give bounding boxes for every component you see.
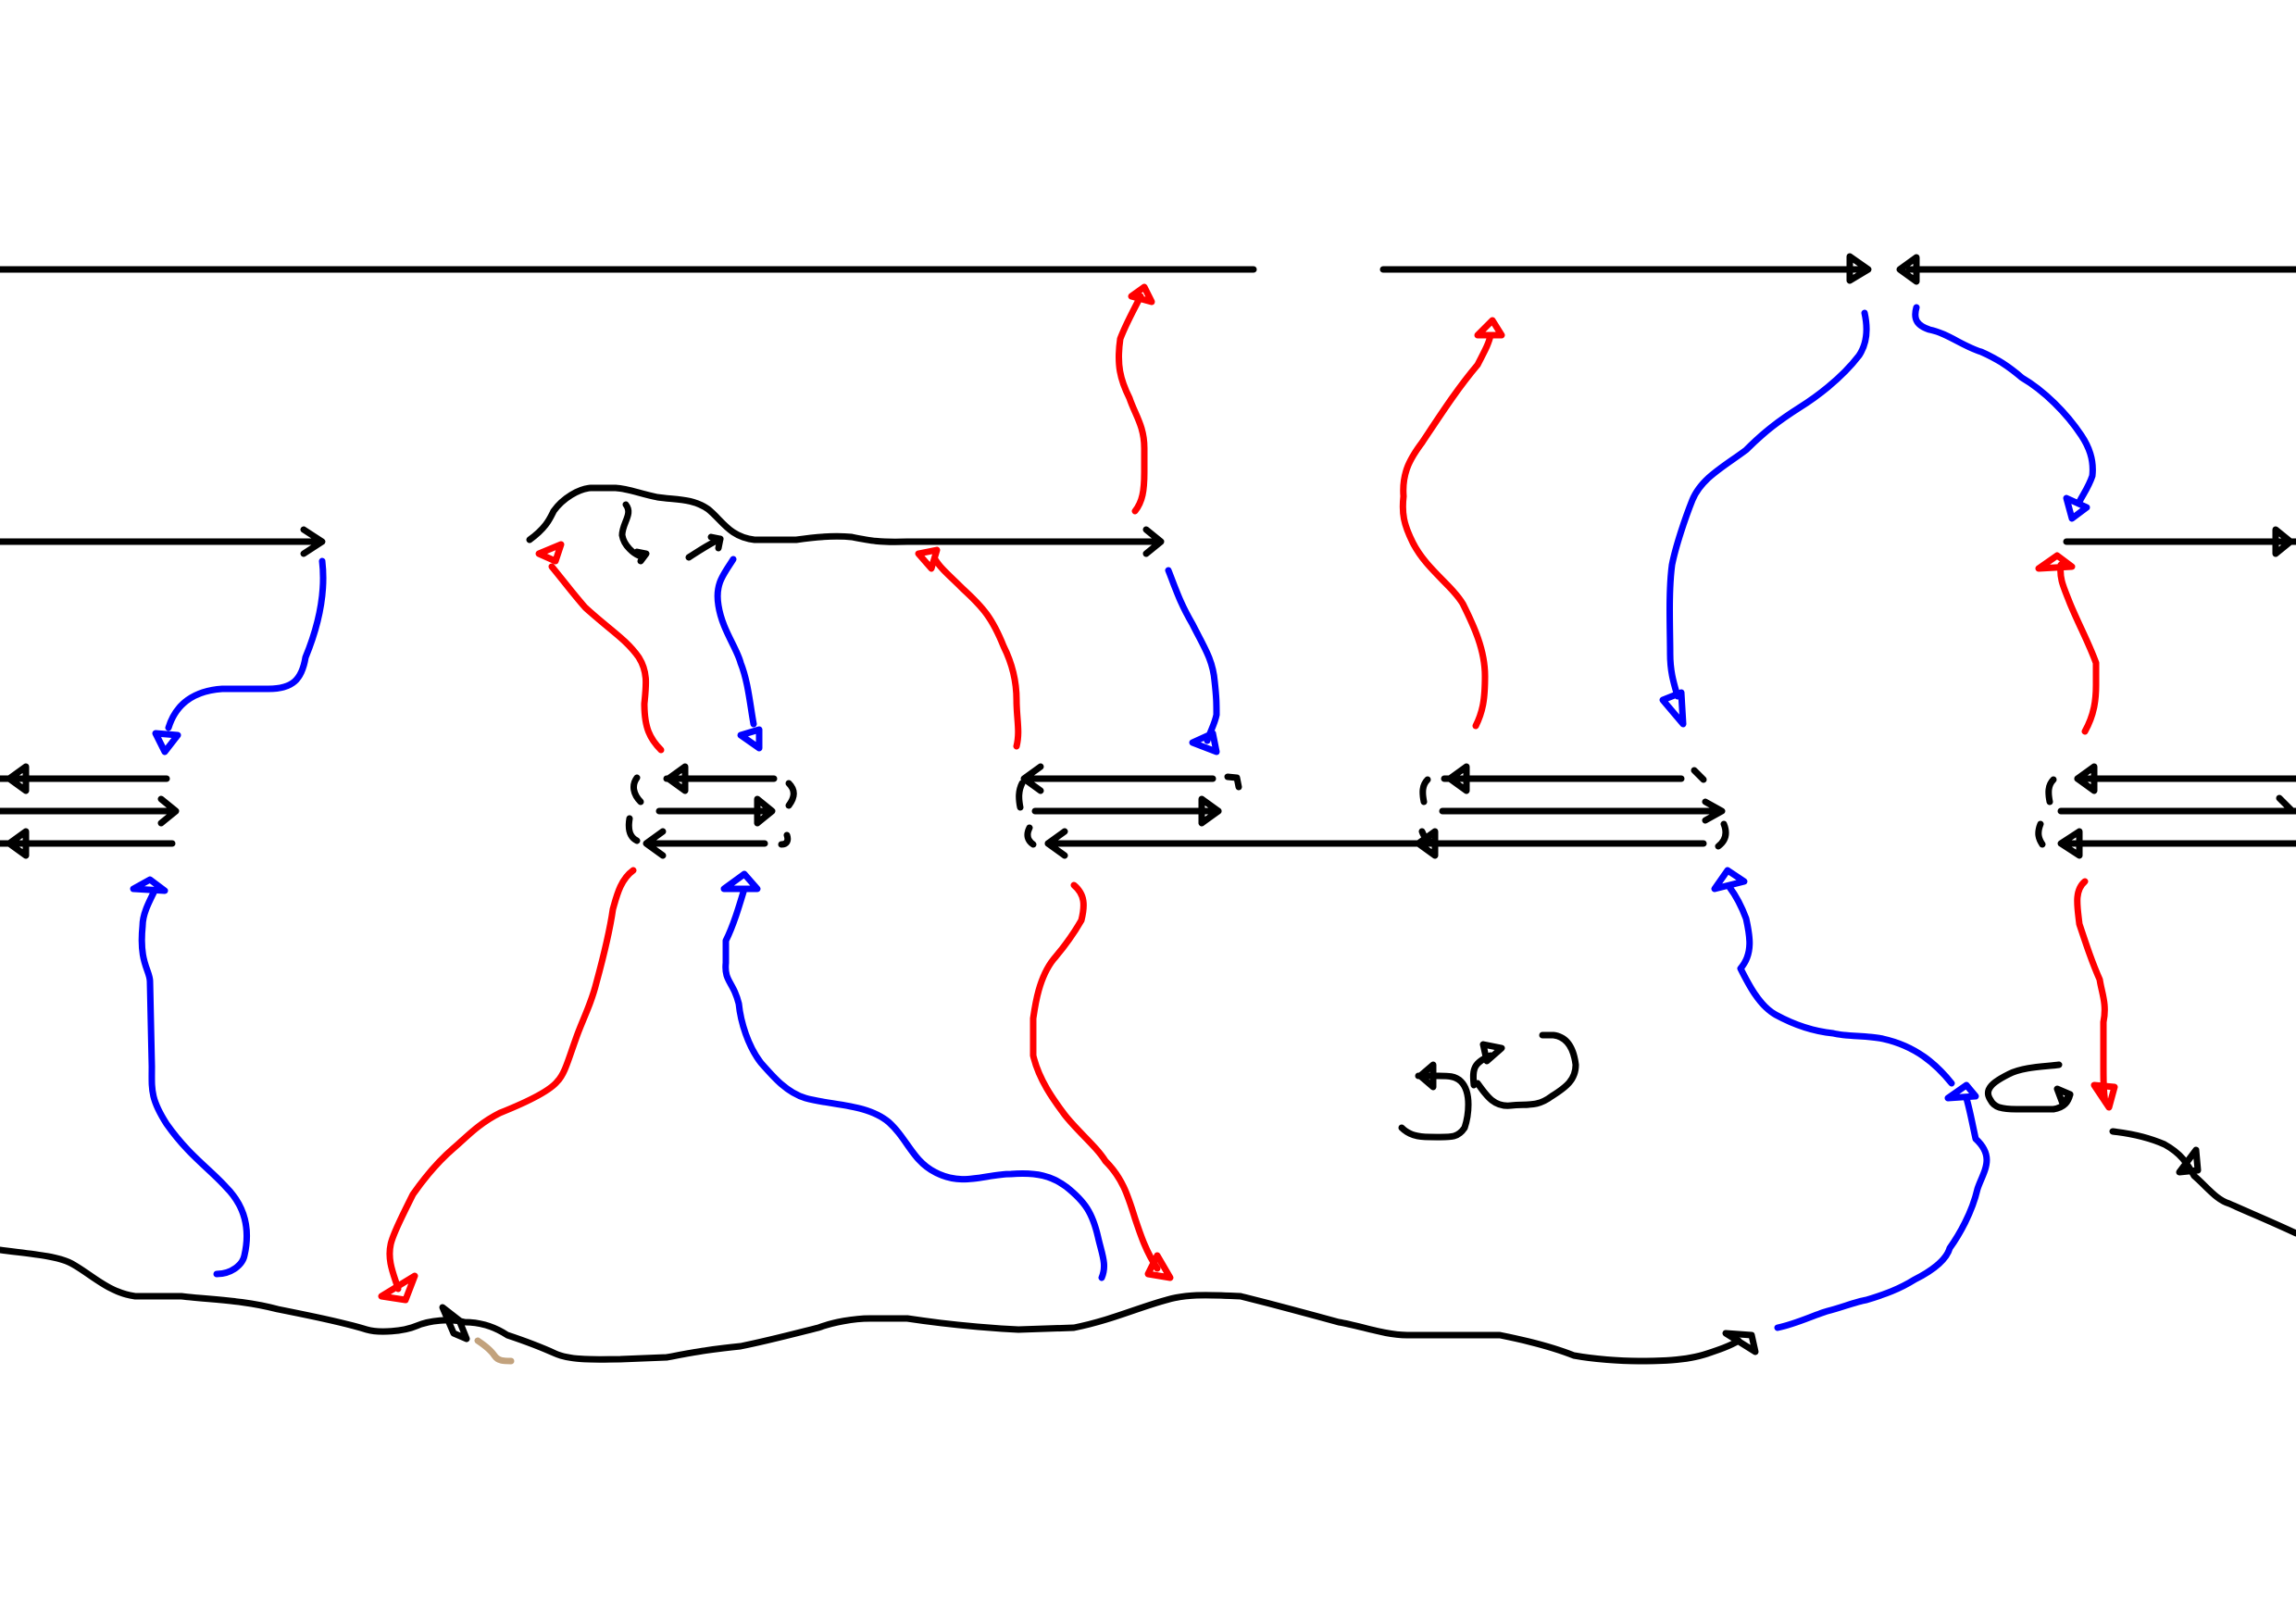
small-hook-left-tip <box>633 548 650 565</box>
tan-smudge <box>474 1337 515 1365</box>
triple-stack-5 <box>2035 763 2296 859</box>
blue-curve-d-head <box>720 870 761 893</box>
red-curve-5-head <box>2035 552 2076 572</box>
red-curve-2-head <box>915 546 941 572</box>
red-curve-7 <box>1029 881 1161 1272</box>
red-curve-3 <box>1115 293 1148 515</box>
blue-curve-g <box>1912 304 2096 506</box>
second-center-arrowhead <box>1142 526 1165 557</box>
exit-curve-right <box>2109 1128 2296 1237</box>
second-level-lines <box>0 484 2296 565</box>
blue-curve-b-head <box>130 876 168 894</box>
loop-middle <box>1474 1031 1579 1109</box>
stack5-bottom-arrowhead <box>2057 828 2083 859</box>
blue-curve-a <box>165 557 327 731</box>
red-connectors <box>378 283 2118 1304</box>
blue-curve-i <box>1726 883 1955 1087</box>
stack2-left-bracket <box>625 774 644 844</box>
loop-right <box>1985 1061 2074 1113</box>
red-curve-8 <box>2074 878 2109 1106</box>
small-hook-right-tip <box>707 533 724 552</box>
stack5-mid-arrowhead <box>2276 794 2296 815</box>
stack4-top-right-tick <box>1691 767 1707 783</box>
stack4-top-arrowhead <box>1446 763 1470 794</box>
red-curve-6-head <box>378 1272 418 1304</box>
second-left-arrowhead <box>300 526 326 557</box>
red-curve-3-head <box>1128 283 1155 306</box>
exit-curve-head <box>2176 1146 2202 1176</box>
red-curve-4 <box>1399 331 1494 730</box>
loop-symbols <box>1398 1031 2074 1141</box>
stack3-bottom-arrowhead <box>1044 828 1068 859</box>
blue-curve-a-head <box>152 730 181 756</box>
loop-right-head <box>2053 1085 2074 1107</box>
top-level-lines <box>0 253 2296 285</box>
loop-left-head <box>1416 1061 1437 1091</box>
blue-curve-d <box>722 885 1107 1281</box>
loop-left <box>1398 1072 1472 1141</box>
stack1-mid-arrowhead <box>157 795 180 827</box>
top-arrowhead-right-pointing <box>1846 253 1872 284</box>
blue-curve-f-head <box>1659 689 1687 728</box>
stack5-left-bracket <box>2035 776 2057 848</box>
bottom-line-arrowhead-1 <box>439 1304 470 1343</box>
blue-curve-e <box>1165 567 1220 744</box>
red-curve-5 <box>2057 561 2100 735</box>
blue-connectors <box>130 304 2096 1331</box>
stack2-bottom-arrowhead <box>643 828 667 859</box>
blue-curve-h-head <box>1944 1081 1979 1102</box>
triple-stack-4 <box>1415 763 1729 859</box>
stack4-mid-arrowhead <box>1702 798 1726 824</box>
stack1-top-arrowhead <box>6 763 30 794</box>
red-curve-7-head <box>1144 1252 1174 1281</box>
red-curve-1 <box>548 563 665 754</box>
triple-stack-1 <box>0 763 180 859</box>
stack4-bottom-arrowhead <box>1415 828 1439 859</box>
blue-curve-h <box>1774 1094 1990 1331</box>
stack2-right-bracket <box>778 780 797 848</box>
stack3-mid-arrowhead <box>1198 795 1222 827</box>
second-line-center-wavy <box>526 484 1161 545</box>
blue-curve-b <box>138 889 250 1278</box>
blue-curve-c <box>714 556 757 728</box>
top-arrowhead-left-pointing <box>1896 254 1920 285</box>
stack2-top-arrowhead <box>665 763 689 794</box>
bottom-line-arrowhead-2 <box>1722 1330 1759 1355</box>
red-curve-4-head <box>1474 317 1505 339</box>
stack4-right-bracket <box>1715 820 1729 850</box>
stack3-left-bracket <box>1016 780 1037 848</box>
blue-curve-g-head <box>2063 494 2090 522</box>
red-curve-1-head <box>535 541 565 565</box>
red-curve-8-head <box>2090 1081 2118 1111</box>
triple-stack-2 <box>625 763 797 859</box>
bottom-line <box>0 1246 1759 1365</box>
exit-curve <box>2109 1128 2296 1237</box>
blue-curve-e-head <box>1189 730 1220 756</box>
stack2-mid-arrowhead <box>754 795 776 827</box>
bottom-wavy-line <box>0 1246 1742 1365</box>
red-curve-2 <box>931 556 1022 750</box>
stack3-top-arrowhead <box>1020 763 1044 794</box>
loop-middle-head <box>1479 1041 1505 1065</box>
stack5-top-arrowhead <box>2074 763 2098 794</box>
small-hook-left <box>618 501 643 559</box>
blue-curve-c-head <box>737 726 763 752</box>
stack1-bottom-arrowhead <box>6 828 30 859</box>
blue-curve-f <box>1666 309 1870 700</box>
second-right-arrowhead <box>2272 526 2294 557</box>
stack3-top-right-tick <box>1224 773 1242 791</box>
blue-curve-i-head <box>1711 867 1748 893</box>
red-curve-6 <box>386 867 637 1293</box>
